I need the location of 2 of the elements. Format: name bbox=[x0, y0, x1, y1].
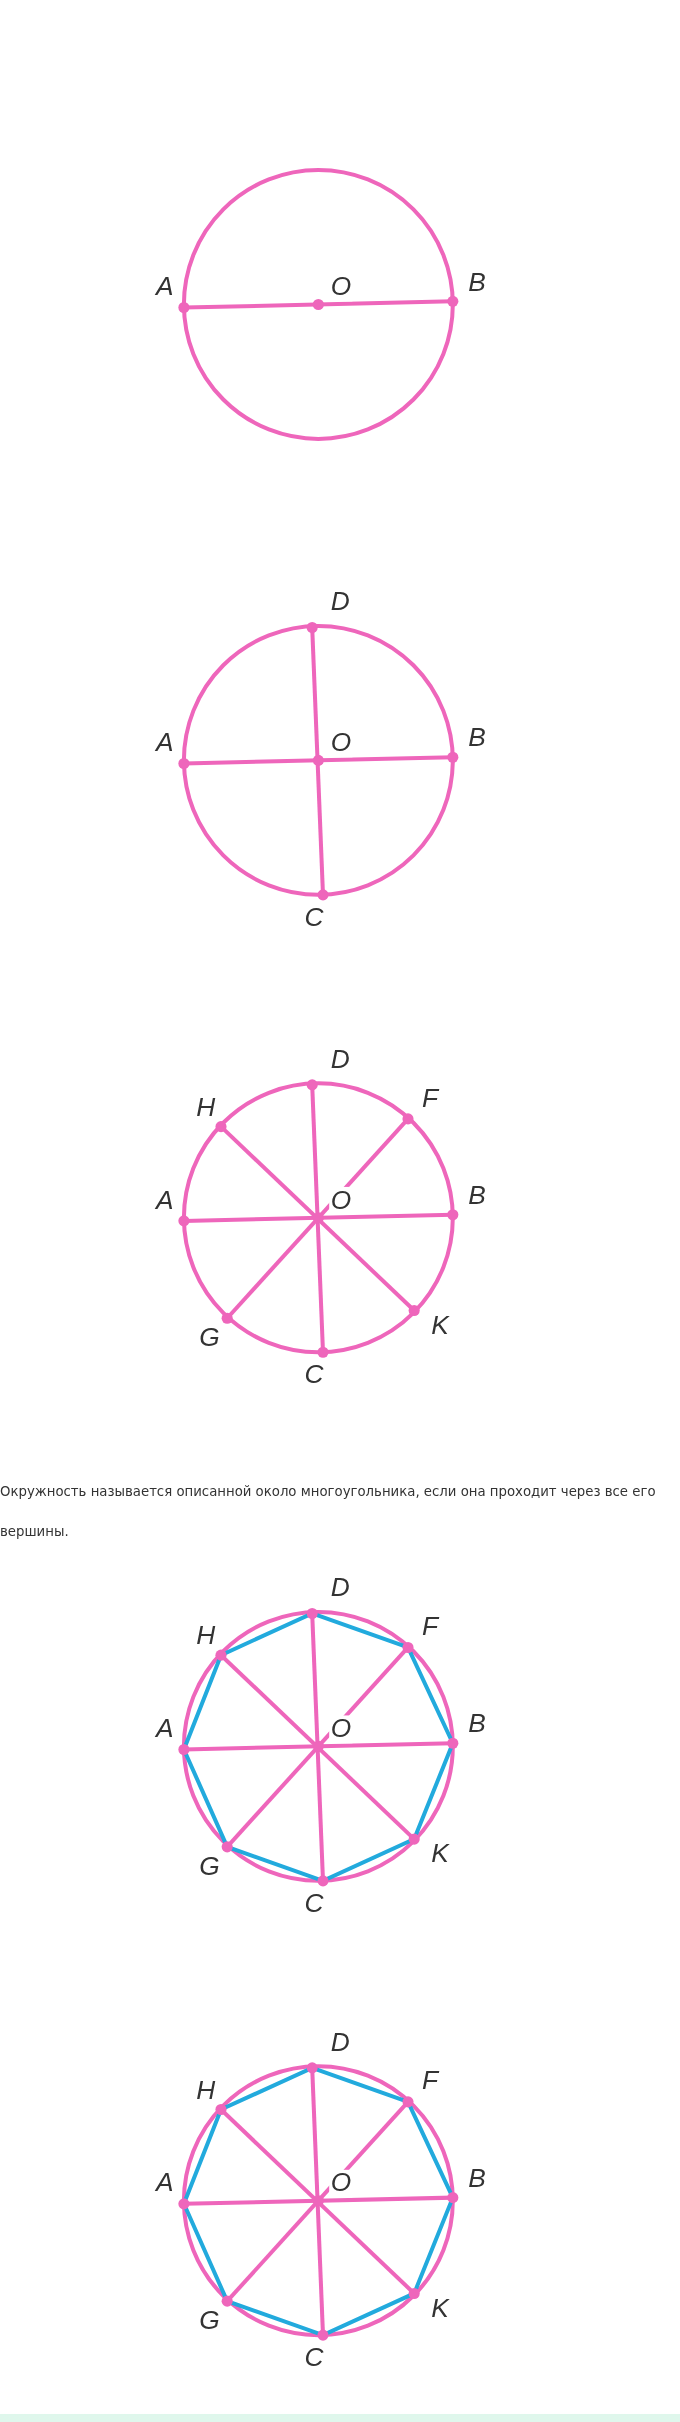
definition-text: Окружность называется описанной около многоугольника, если она проходит через все его вершины. bbox=[0, 1482, 657, 1542]
point-label: O bbox=[329, 2169, 353, 2198]
